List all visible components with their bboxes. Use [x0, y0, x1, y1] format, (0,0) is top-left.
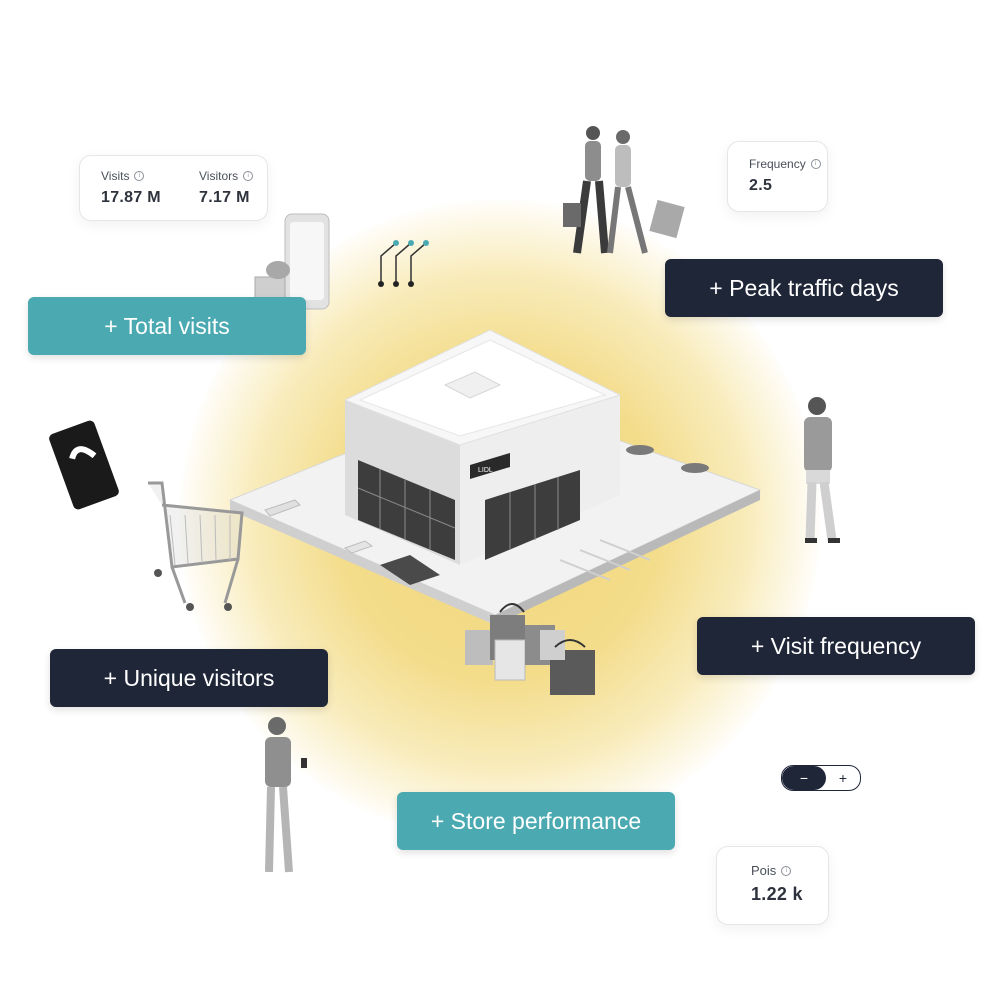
visits-value: 17.87 M: [101, 189, 161, 206]
visitors-label: Visitors: [199, 169, 239, 183]
frequency-value: 2.5: [749, 177, 773, 194]
visitors-value: 7.17 M: [199, 189, 250, 206]
plus-button[interactable]: +: [838, 770, 848, 786]
minus-button[interactable]: −: [782, 766, 826, 790]
visitors-stat: Visitors i 7.17 M: [199, 169, 254, 207]
info-icon: i: [781, 865, 792, 876]
woman-with-phone-figure: [265, 717, 307, 873]
frequency-label: Frequency: [749, 157, 806, 171]
total-visits-button[interactable]: + Total visits: [28, 297, 306, 355]
store-sign: LIDL: [478, 467, 493, 474]
unique-visitors-button[interactable]: + Unique visitors: [50, 649, 328, 707]
connector-icon: [378, 240, 429, 287]
couple-shopping-figure: [563, 126, 685, 254]
info-icon: i: [810, 159, 821, 169]
pois-label: Pois: [751, 863, 777, 878]
zoom-stepper: − +: [781, 765, 861, 791]
store-performance-button[interactable]: + Store performance: [397, 792, 675, 850]
pois-value: 1.22 k: [751, 884, 803, 904]
frequency-card: Frequency i 2.5: [727, 141, 828, 212]
man-with-phone-figure: [804, 397, 840, 543]
visits-label: Visits: [101, 169, 130, 183]
info-icon: i: [134, 171, 145, 181]
shopping-cart-figure: [148, 481, 244, 611]
info-icon: i: [243, 171, 254, 181]
visit-frequency-button[interactable]: + Visit frequency: [697, 617, 975, 675]
credit-card-figure: [49, 420, 119, 510]
peak-traffic-days-button[interactable]: + Peak traffic days: [665, 259, 943, 317]
